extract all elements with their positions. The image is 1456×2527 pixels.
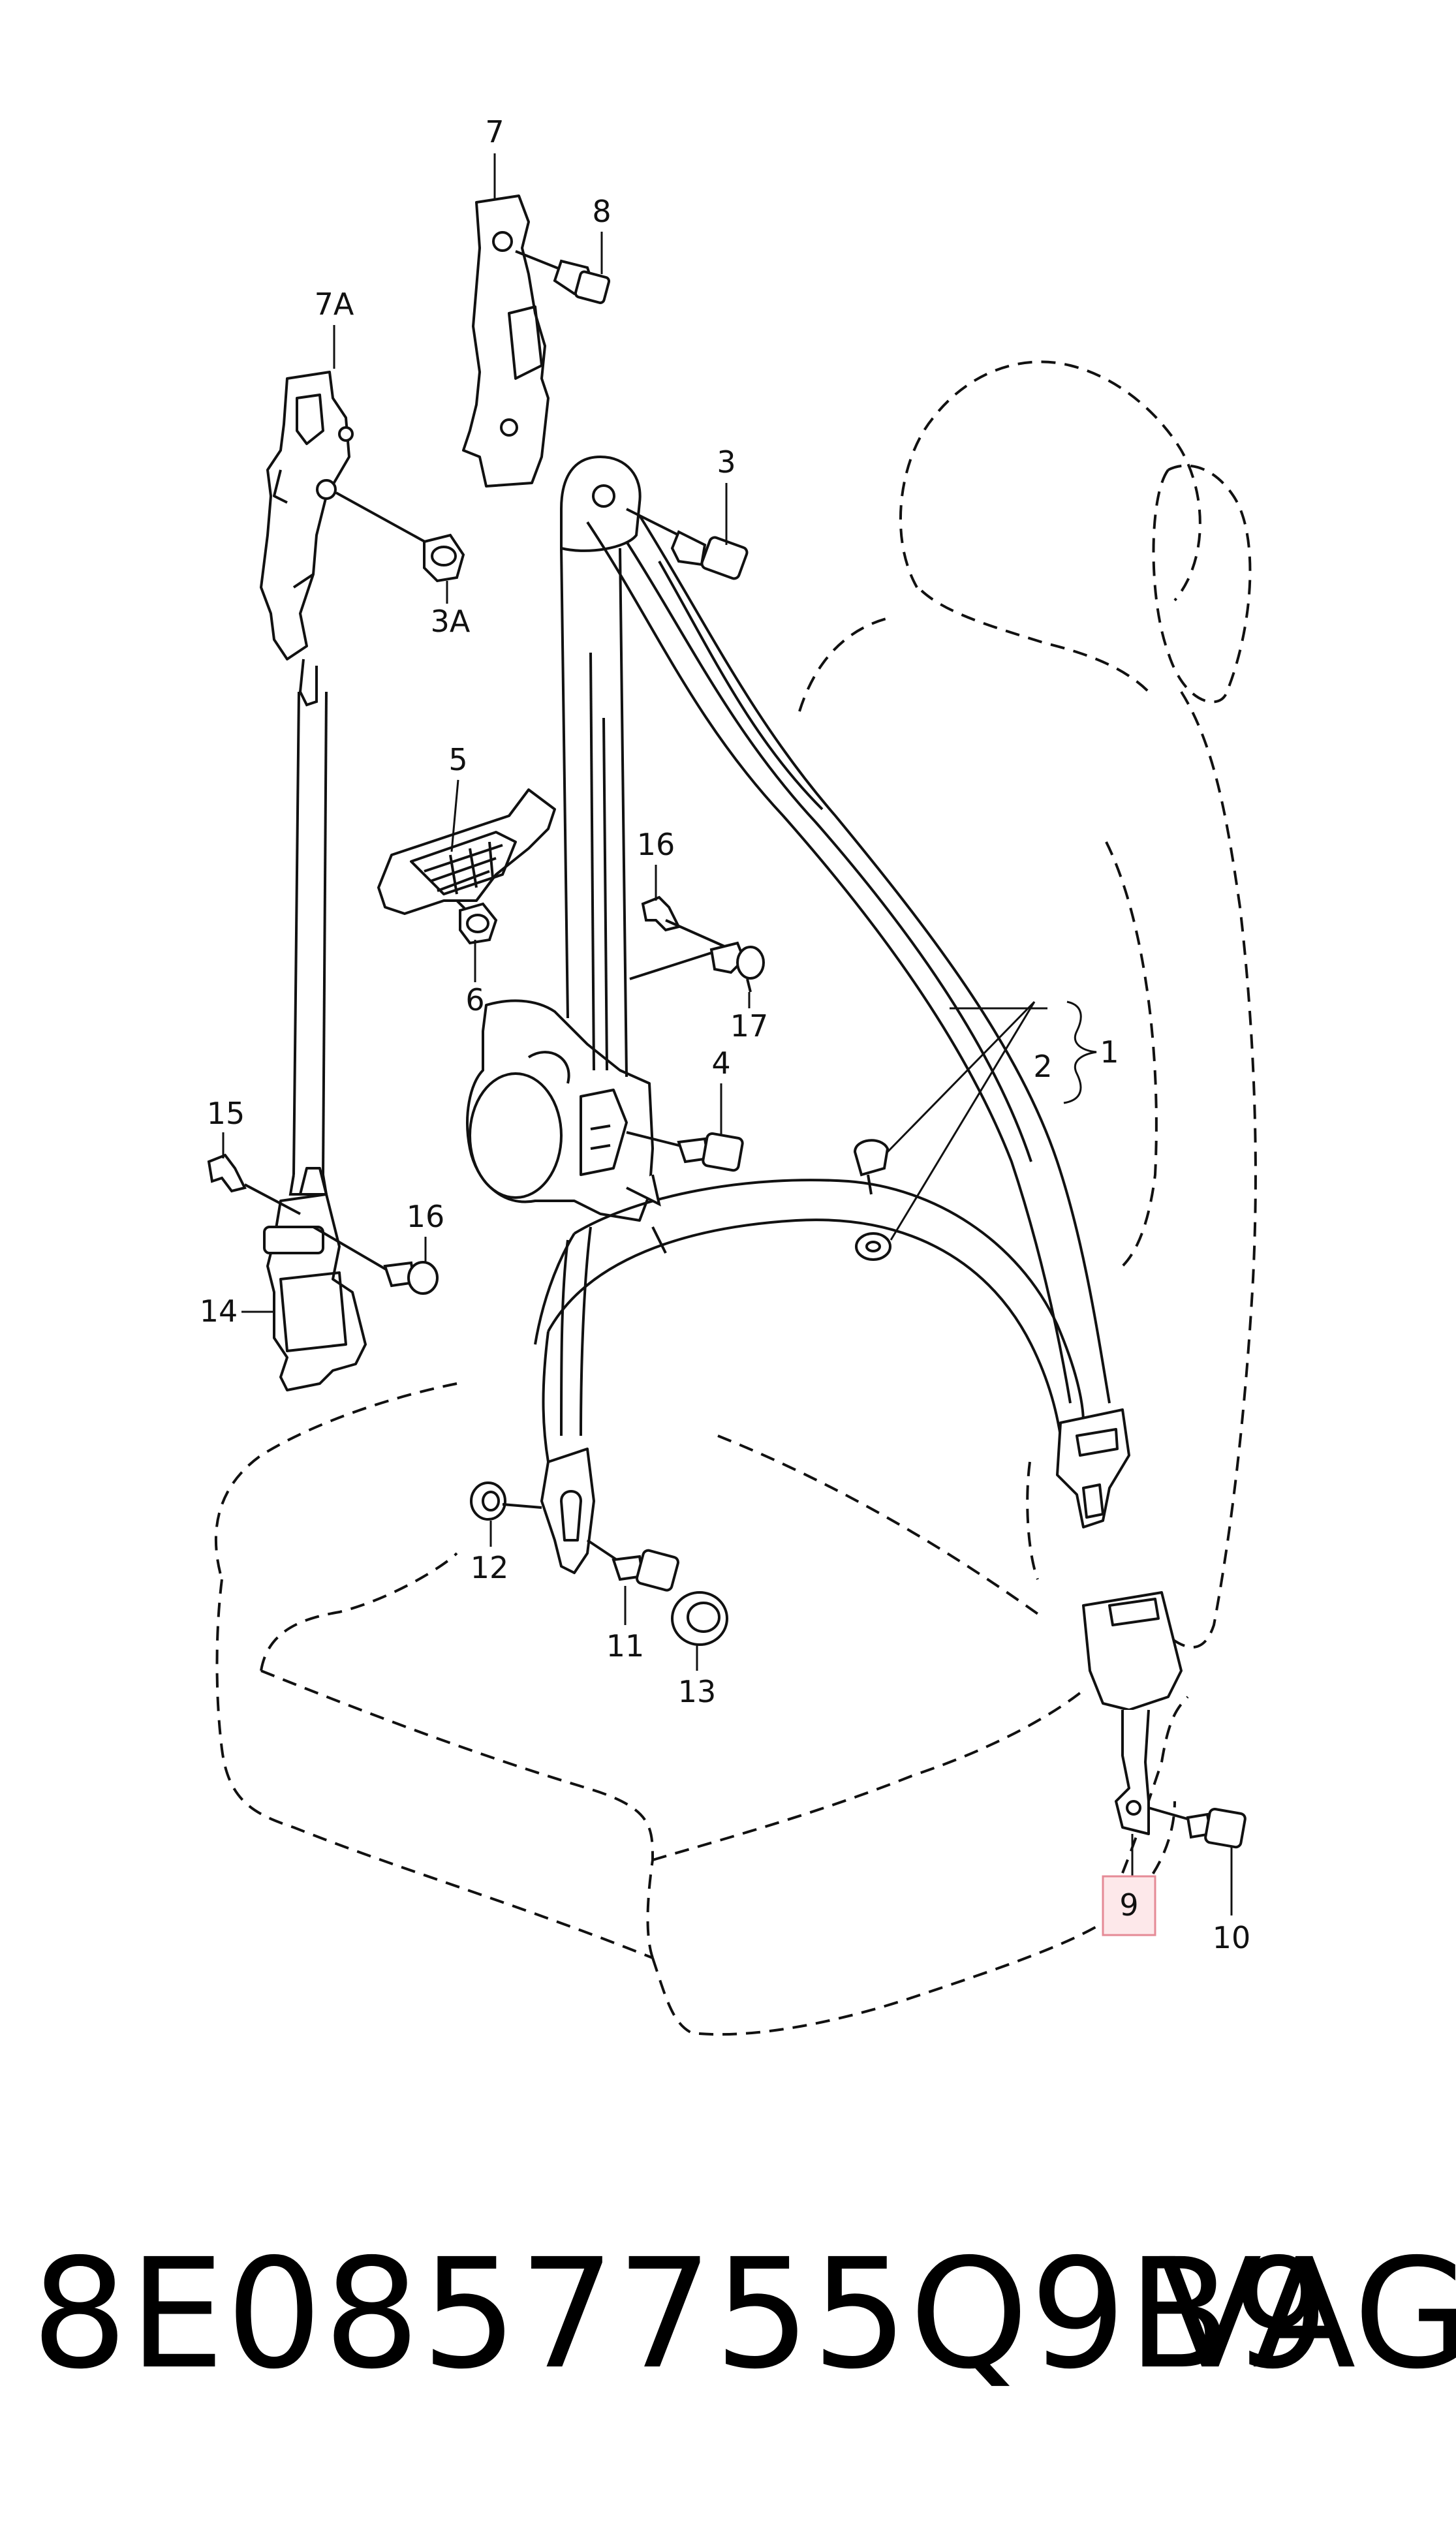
callout-10: 10 (1213, 1920, 1251, 1955)
bolt-8 (515, 250, 611, 304)
bolt-3 (626, 508, 749, 580)
callout-7: 7 (485, 114, 504, 149)
nut-3a (335, 491, 465, 583)
callout-3: 3 (717, 444, 736, 480)
rod-guide (288, 659, 328, 1196)
callout-9: 9 (1119, 1887, 1138, 1923)
bushing-13 (671, 1591, 728, 1646)
height-adjuster-7a (260, 371, 354, 660)
callout-12: 12 (471, 1550, 509, 1585)
bolt-4 (626, 1131, 744, 1207)
brand-label: VAG (1158, 2226, 1456, 2402)
clip-15 (207, 1153, 301, 1215)
bracket-5 (377, 788, 556, 915)
callout-8: 8 (592, 194, 611, 229)
bolt-17 (629, 941, 765, 993)
anchor-bracket-7 (462, 194, 550, 488)
latch-plate (1056, 1408, 1130, 1528)
retractor-1 (466, 999, 654, 1222)
callout-11: 11 (606, 1628, 645, 1664)
callout-17: 17 (730, 1008, 769, 1044)
nut-6 (456, 899, 498, 945)
grommet-2 (853, 1139, 891, 1261)
leader-lines (222, 153, 1233, 1915)
callout-2: 2 (1033, 1049, 1052, 1084)
callout-4: 4 (711, 1046, 730, 1081)
callout-5: 5 (448, 742, 467, 777)
callout-16-upper: 16 (637, 827, 675, 862)
bolt-11 (586, 1539, 679, 1592)
seat-outline (214, 360, 1257, 2036)
callout-15: 15 (207, 1096, 245, 1131)
buckle-9 (1082, 1591, 1183, 1835)
lap-anchor-plate (540, 1448, 595, 1574)
pretensioner-14 (263, 1167, 367, 1391)
callout-16-lower: 16 (407, 1199, 445, 1234)
shoulder-belt-webbing (560, 455, 1111, 1404)
bolt-16-lower (312, 1226, 439, 1295)
callout-3a: 3A (431, 604, 471, 639)
highlight-box-9 (1102, 1875, 1156, 1936)
callout-6: 6 (465, 982, 484, 1017)
washer-12 (470, 1481, 542, 1521)
bolt-10 (1148, 1806, 1247, 1849)
callout-14: 14 (200, 1294, 238, 1329)
callout-1: 1 (1100, 1034, 1119, 1070)
clip-16-upper (641, 895, 725, 948)
callout-13: 13 (678, 1674, 717, 1709)
callout-7a: 7A (315, 287, 354, 322)
part-number: 8E0857755Q9B9 (31, 2226, 1331, 2402)
lap-belt-webbing (534, 1179, 1085, 1463)
